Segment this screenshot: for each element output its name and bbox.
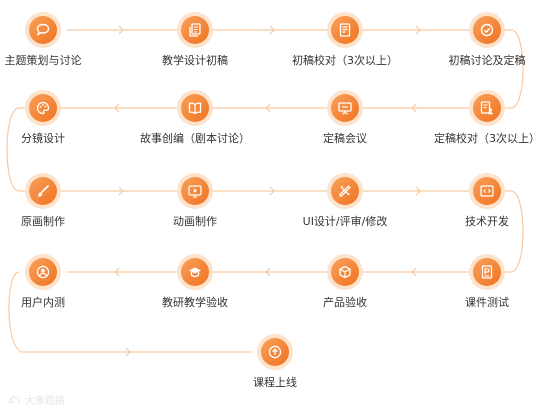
step-icon-ring <box>177 90 213 126</box>
step-label: 课件测试 <box>465 296 509 309</box>
paintbrush-icon <box>29 177 57 205</box>
process-step: 故事创编（剧本讨论） <box>130 90 260 152</box>
flow-arrow-icon <box>269 25 275 35</box>
step-icon-ring <box>469 90 505 126</box>
step-label: 定稿校对（3次以上） <box>434 132 540 145</box>
step-icon-ring <box>327 254 363 290</box>
presentation-board-icon <box>331 94 359 122</box>
play-screen-icon <box>181 177 209 205</box>
upload-arrow-icon <box>261 338 289 366</box>
graduation-cap-icon <box>181 258 209 286</box>
process-step: 主题策划与讨论 <box>0 12 108 74</box>
step-label: 初稿讨论及定稿 <box>448 54 526 67</box>
document-copy-icon <box>181 16 209 44</box>
step-icon-ring <box>469 12 505 48</box>
process-step: 分镜设计 <box>0 90 108 152</box>
step-label: 定稿会议 <box>323 132 367 145</box>
code-window-icon <box>473 177 501 205</box>
user-icon <box>29 258 57 286</box>
flow-arrow-icon <box>114 103 120 113</box>
step-icon-ring <box>177 254 213 290</box>
step-label: 教学设计初稿 <box>162 54 228 67</box>
step-icon-ring <box>25 90 61 126</box>
step-label: 分镜设计 <box>21 132 65 145</box>
document-user-icon <box>473 94 501 122</box>
flow-arrow-icon <box>415 25 421 35</box>
step-icon-ring <box>469 173 505 209</box>
process-step: 教研教学验收 <box>130 254 260 316</box>
watermark-text: 大象跑路 <box>25 396 65 407</box>
flow-arrow-icon <box>114 267 120 277</box>
process-step: 课件测试 <box>422 254 547 316</box>
step-icon-ring <box>177 12 213 48</box>
flow-arrow-icon <box>269 186 275 196</box>
step-icon-ring <box>25 254 61 290</box>
process-step: 产品验收 <box>280 254 410 316</box>
step-icon-ring <box>327 90 363 126</box>
flow-turn-connector <box>8 271 251 353</box>
process-step: 动画制作 <box>130 173 260 235</box>
step-label: 故事创编（剧本讨论） <box>140 132 250 145</box>
document-lines-icon <box>331 16 359 44</box>
step-label: 课程上线 <box>253 376 297 389</box>
process-step: 定稿校对（3次以上） <box>422 90 547 152</box>
process-step: 技术开发 <box>422 173 547 235</box>
process-step: 教学设计初稿 <box>130 12 260 74</box>
flow-arrow-icon <box>118 186 124 196</box>
test-document-icon <box>473 258 501 286</box>
step-label: 原画制作 <box>21 215 65 228</box>
ruler-pencil-icon <box>331 177 359 205</box>
step-label: 用户内测 <box>21 296 65 309</box>
step-label: 技术开发 <box>465 215 509 228</box>
step-label: 初稿校对（3次以上） <box>292 54 398 67</box>
step-icon-ring <box>177 173 213 209</box>
flow-arrow-icon <box>265 267 271 277</box>
check-circle-icon <box>473 16 501 44</box>
flow-arrow-icon <box>411 267 417 277</box>
step-icon-ring <box>469 254 505 290</box>
process-step: 课程上线 <box>210 334 340 396</box>
process-step: 初稿讨论及定稿 <box>422 12 547 74</box>
process-step: 用户内测 <box>0 254 108 316</box>
watermark: 大象跑路 <box>8 392 65 407</box>
watermark-logo-icon <box>8 395 21 403</box>
palette-icon <box>29 94 57 122</box>
flow-arrow-icon <box>125 347 131 357</box>
step-label: 动画制作 <box>173 215 217 228</box>
step-icon-ring <box>25 12 61 48</box>
box-icon <box>331 258 359 286</box>
open-book-icon <box>181 94 209 122</box>
flow-turn-connector <box>463 190 524 273</box>
process-step: 原画制作 <box>0 173 108 235</box>
flow-arrow-icon <box>411 103 417 113</box>
flow-arrow-icon <box>415 186 421 196</box>
speech-bubble-icon <box>29 16 57 44</box>
process-step: UI设计/评审/修改 <box>280 173 410 235</box>
step-icon-ring <box>25 173 61 209</box>
step-icon-ring <box>327 12 363 48</box>
step-label: 主题策划与讨论 <box>4 54 82 67</box>
step-label: 教研教学验收 <box>162 296 228 309</box>
process-step: 定稿会议 <box>280 90 410 152</box>
step-icon-ring <box>327 173 363 209</box>
step-icon-ring <box>257 334 293 370</box>
flow-turn-connector <box>6 107 67 192</box>
step-label: 产品验收 <box>323 296 367 309</box>
process-step: 初稿校对（3次以上） <box>280 12 410 74</box>
flow-arrow-icon <box>265 103 271 113</box>
flow-arrow-icon <box>118 25 124 35</box>
step-label: UI设计/评审/修改 <box>302 215 388 228</box>
flow-turn-connector <box>463 29 524 109</box>
